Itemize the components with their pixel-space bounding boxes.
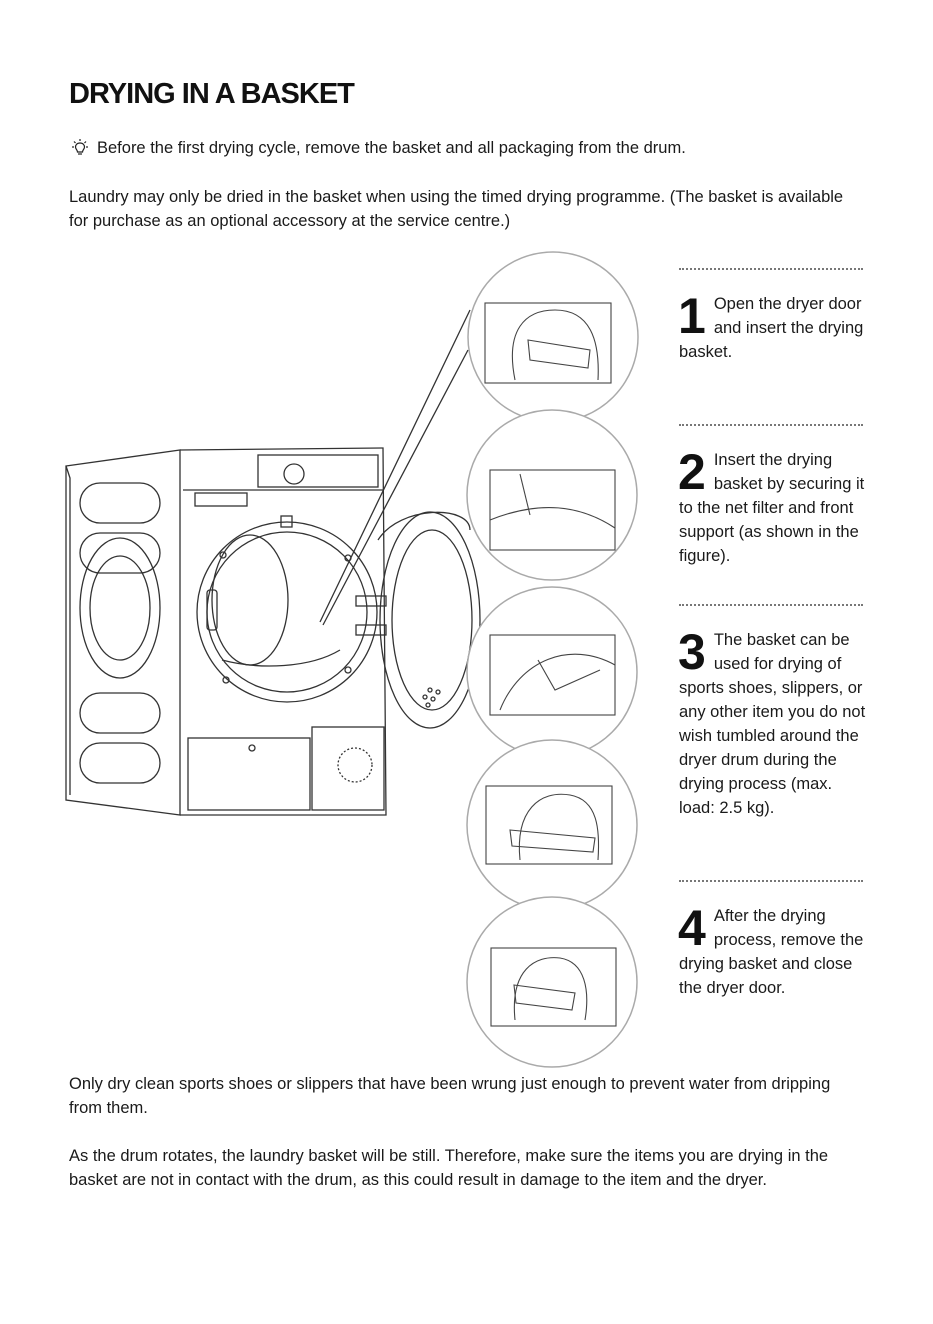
step-text: The basket can be used for drying of spo… (679, 631, 866, 817)
page-title: DRYING IN A BASKET (69, 78, 355, 110)
note-paragraph-2: As the drum rotates, the laundry basket … (69, 1147, 829, 1189)
tip-text: Before the first drying cycle, remove th… (97, 138, 686, 157)
tip-line: Before the first drying cycle, remove th… (69, 138, 686, 158)
step-text: Insert the drying basket by securing it … (679, 451, 865, 565)
step-number: 2 (678, 444, 706, 500)
step-divider (679, 604, 863, 606)
step-number: 3 (678, 624, 706, 680)
step-2: 2 Insert the drying basket by securing i… (678, 444, 869, 568)
intro-paragraph: Laundry may only be dried in the basket … (69, 188, 844, 230)
note-paragraph-1: Only dry clean sports shoes or slippers … (69, 1075, 831, 1117)
step-number: 1 (678, 288, 706, 344)
step-text: After the drying process, remove the dry… (679, 907, 864, 997)
lightbulb-icon (72, 139, 88, 155)
step-divider (679, 424, 863, 426)
step-divider (679, 880, 863, 882)
step-divider (679, 268, 863, 270)
step-4: 4 After the drying process, remove the d… (678, 900, 869, 1000)
step-text: Open the dryer door and insert the dryin… (679, 295, 864, 361)
step-number: 4 (678, 900, 706, 956)
step-1: 1 Open the dryer door and insert the dry… (678, 288, 869, 364)
step-3: 3 The basket can be used for drying of s… (678, 624, 869, 820)
